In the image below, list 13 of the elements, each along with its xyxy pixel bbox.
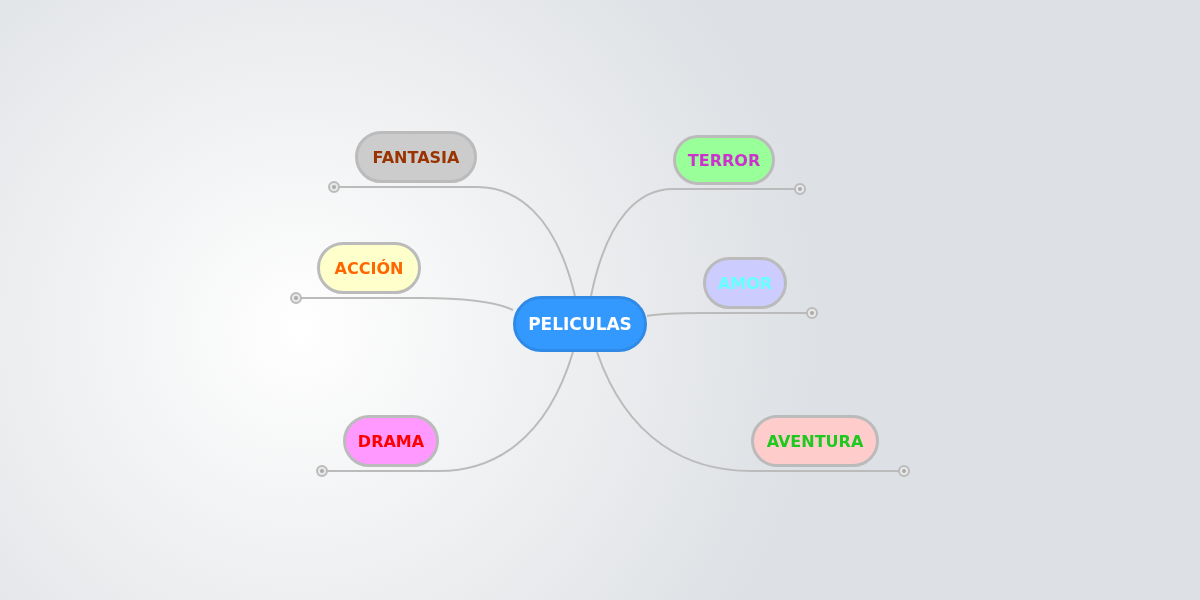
topic-node: AVENTURA bbox=[751, 415, 879, 467]
topic-node: DRAMA bbox=[343, 415, 439, 467]
topic-node: ACCIÓN bbox=[317, 242, 421, 294]
connector-line bbox=[646, 312, 704, 317]
topic-node: TERROR bbox=[673, 135, 775, 185]
topic-node: FANTASIA bbox=[355, 131, 477, 183]
connector-line bbox=[476, 186, 576, 297]
connector-line bbox=[590, 188, 674, 297]
topic-node: AMOR bbox=[703, 257, 787, 309]
central-topic-node: PELICULAS bbox=[513, 296, 647, 352]
connector-line bbox=[438, 351, 574, 472]
connector-line bbox=[596, 351, 752, 472]
connector-line bbox=[420, 297, 514, 311]
